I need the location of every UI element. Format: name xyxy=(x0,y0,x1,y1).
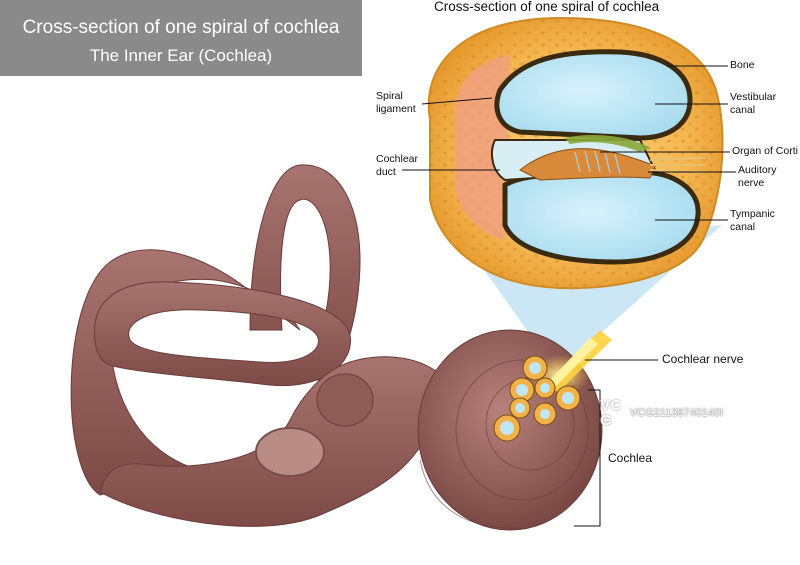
label-organ-of-corti: Organ of Corti xyxy=(732,145,798,157)
watermark: VC G VCG21138740140I xyxy=(600,398,723,428)
title-line-2: The Inner Ear (Cochlea) xyxy=(89,46,273,65)
title-banner: Cross-section of one spiral of cochlea T… xyxy=(0,0,362,76)
leader-lines xyxy=(402,65,736,527)
vestibular-canal-shape xyxy=(494,49,693,141)
cochlea-cross-section-inset xyxy=(427,16,724,290)
label-cochlear-duct: Cochlear duct xyxy=(376,153,419,178)
watermark-text: VCG21138740140I xyxy=(629,407,724,419)
label-vestibular-canal: Vestibular canal xyxy=(730,91,777,116)
label-tympanic-canal: Tympanic canal xyxy=(730,208,775,233)
label-bone: Bone xyxy=(730,59,755,71)
label-cochlea: Cochlea xyxy=(608,451,653,465)
oval-window xyxy=(255,427,325,477)
semicircular-canals xyxy=(70,164,446,527)
label-auditory-nerve: Auditory nerve xyxy=(738,164,777,189)
inset-title: Cross-section of one spiral of cochlea xyxy=(434,0,660,14)
label-cochlear-nerve: Cochlear nerve xyxy=(662,352,744,366)
watermark-logo: VC G xyxy=(600,397,622,429)
cochlea-cut-sections xyxy=(493,355,581,442)
organ-of-corti-shape xyxy=(519,148,656,181)
title-line-1: Cross-section of one spiral of cochlea xyxy=(22,17,340,38)
label-spiral-ligament: Spiral ligament xyxy=(376,90,416,115)
tympanic-canal-shape xyxy=(502,169,701,265)
